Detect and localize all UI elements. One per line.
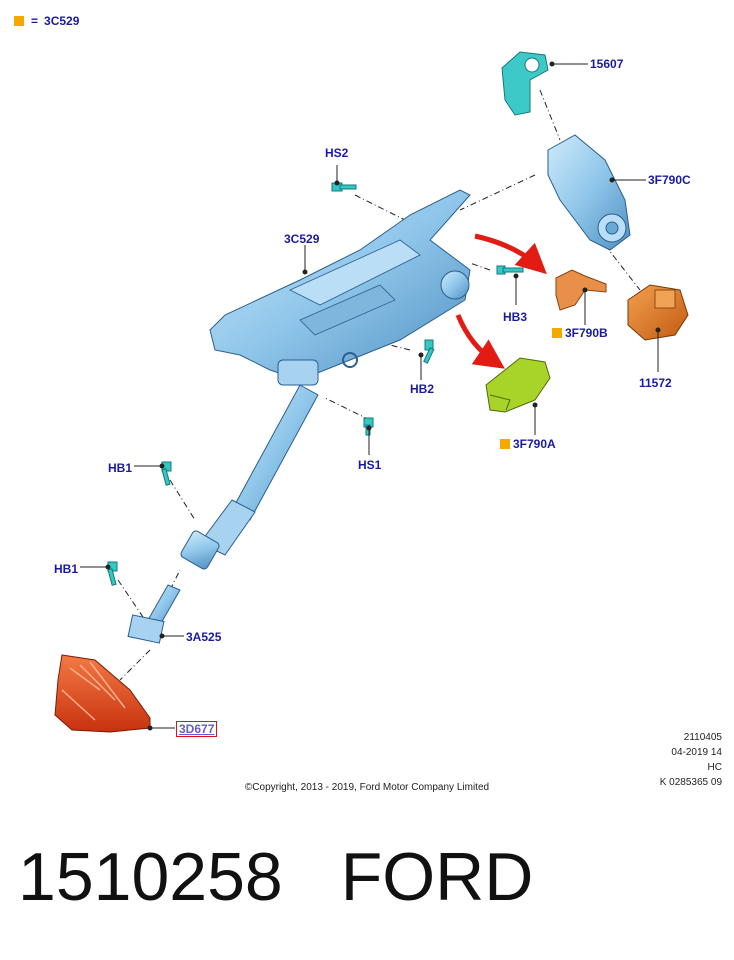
legend-square-icon [14, 16, 24, 26]
part-number: 1510258 [18, 839, 283, 915]
lower-shaft [180, 384, 319, 570]
ref-line: 2110405 [683, 732, 722, 743]
bolt-hb2 [423, 339, 435, 364]
bracket-3f790b [555, 269, 607, 311]
legend-equals: = [31, 14, 39, 28]
ref-line: HC [707, 762, 722, 773]
callout-15607: 15607 [590, 57, 624, 71]
leader-lines [80, 61, 661, 731]
caption: 1510258 FORD [18, 838, 591, 916]
arrow-to-3f790a [455, 314, 505, 369]
callout-3f790b: 3F790B [552, 326, 608, 340]
module-3f790a [485, 357, 551, 413]
callout-hb1-lower: HB1 [54, 562, 79, 576]
callout-hb3: HB3 [503, 310, 528, 324]
callout-11572: 11572 [639, 376, 672, 390]
boot-3d677 [54, 654, 151, 733]
callout-3f790c: 3F790C [648, 173, 691, 187]
legend-code: 3C529 [44, 14, 80, 28]
callout-3a525: 3A525 [186, 630, 222, 644]
highlighted-part-3d677: 3D677 [176, 721, 218, 737]
bolt-hb1-lower [107, 561, 118, 586]
callout-3c529: 3C529 [284, 232, 320, 246]
callout-hs2: HS2 [325, 146, 349, 160]
ignition-switch-11572 [627, 284, 689, 341]
drawing-reference: 2110405 04-2019 14 HC K 0285365 09 [660, 730, 722, 790]
copyright-notice: ©Copyright, 2013 - 2019, Ford Motor Comp… [244, 782, 490, 793]
callout-3f790a: 3F790A [500, 437, 556, 451]
assembly-arrows [455, 233, 547, 369]
intermediate-shaft-3a525 [127, 584, 181, 644]
callout-3d677: 3D677 [176, 721, 218, 737]
ref-line: 04-2019 14 [671, 747, 722, 758]
bracket-15607 [501, 51, 549, 116]
assembly-center-lines [117, 89, 641, 681]
exploded-parts-diagram [54, 51, 689, 733]
bolt-hb3 [496, 265, 524, 275]
ref-line: K 0285365 09 [659, 777, 722, 788]
callout-hb1-upper: HB1 [108, 461, 133, 475]
marker-square-icon [552, 328, 562, 338]
brand-name: FORD [340, 839, 534, 915]
marker-square-icon [500, 439, 510, 449]
callout-hb2: HB2 [410, 382, 435, 396]
legend: = 3C529 [14, 14, 79, 28]
callout-hs1: HS1 [358, 458, 382, 472]
lock-housing-3f790c [547, 134, 631, 251]
steering-column-3c529 [209, 189, 471, 386]
arrow-to-3f790b [474, 233, 547, 275]
